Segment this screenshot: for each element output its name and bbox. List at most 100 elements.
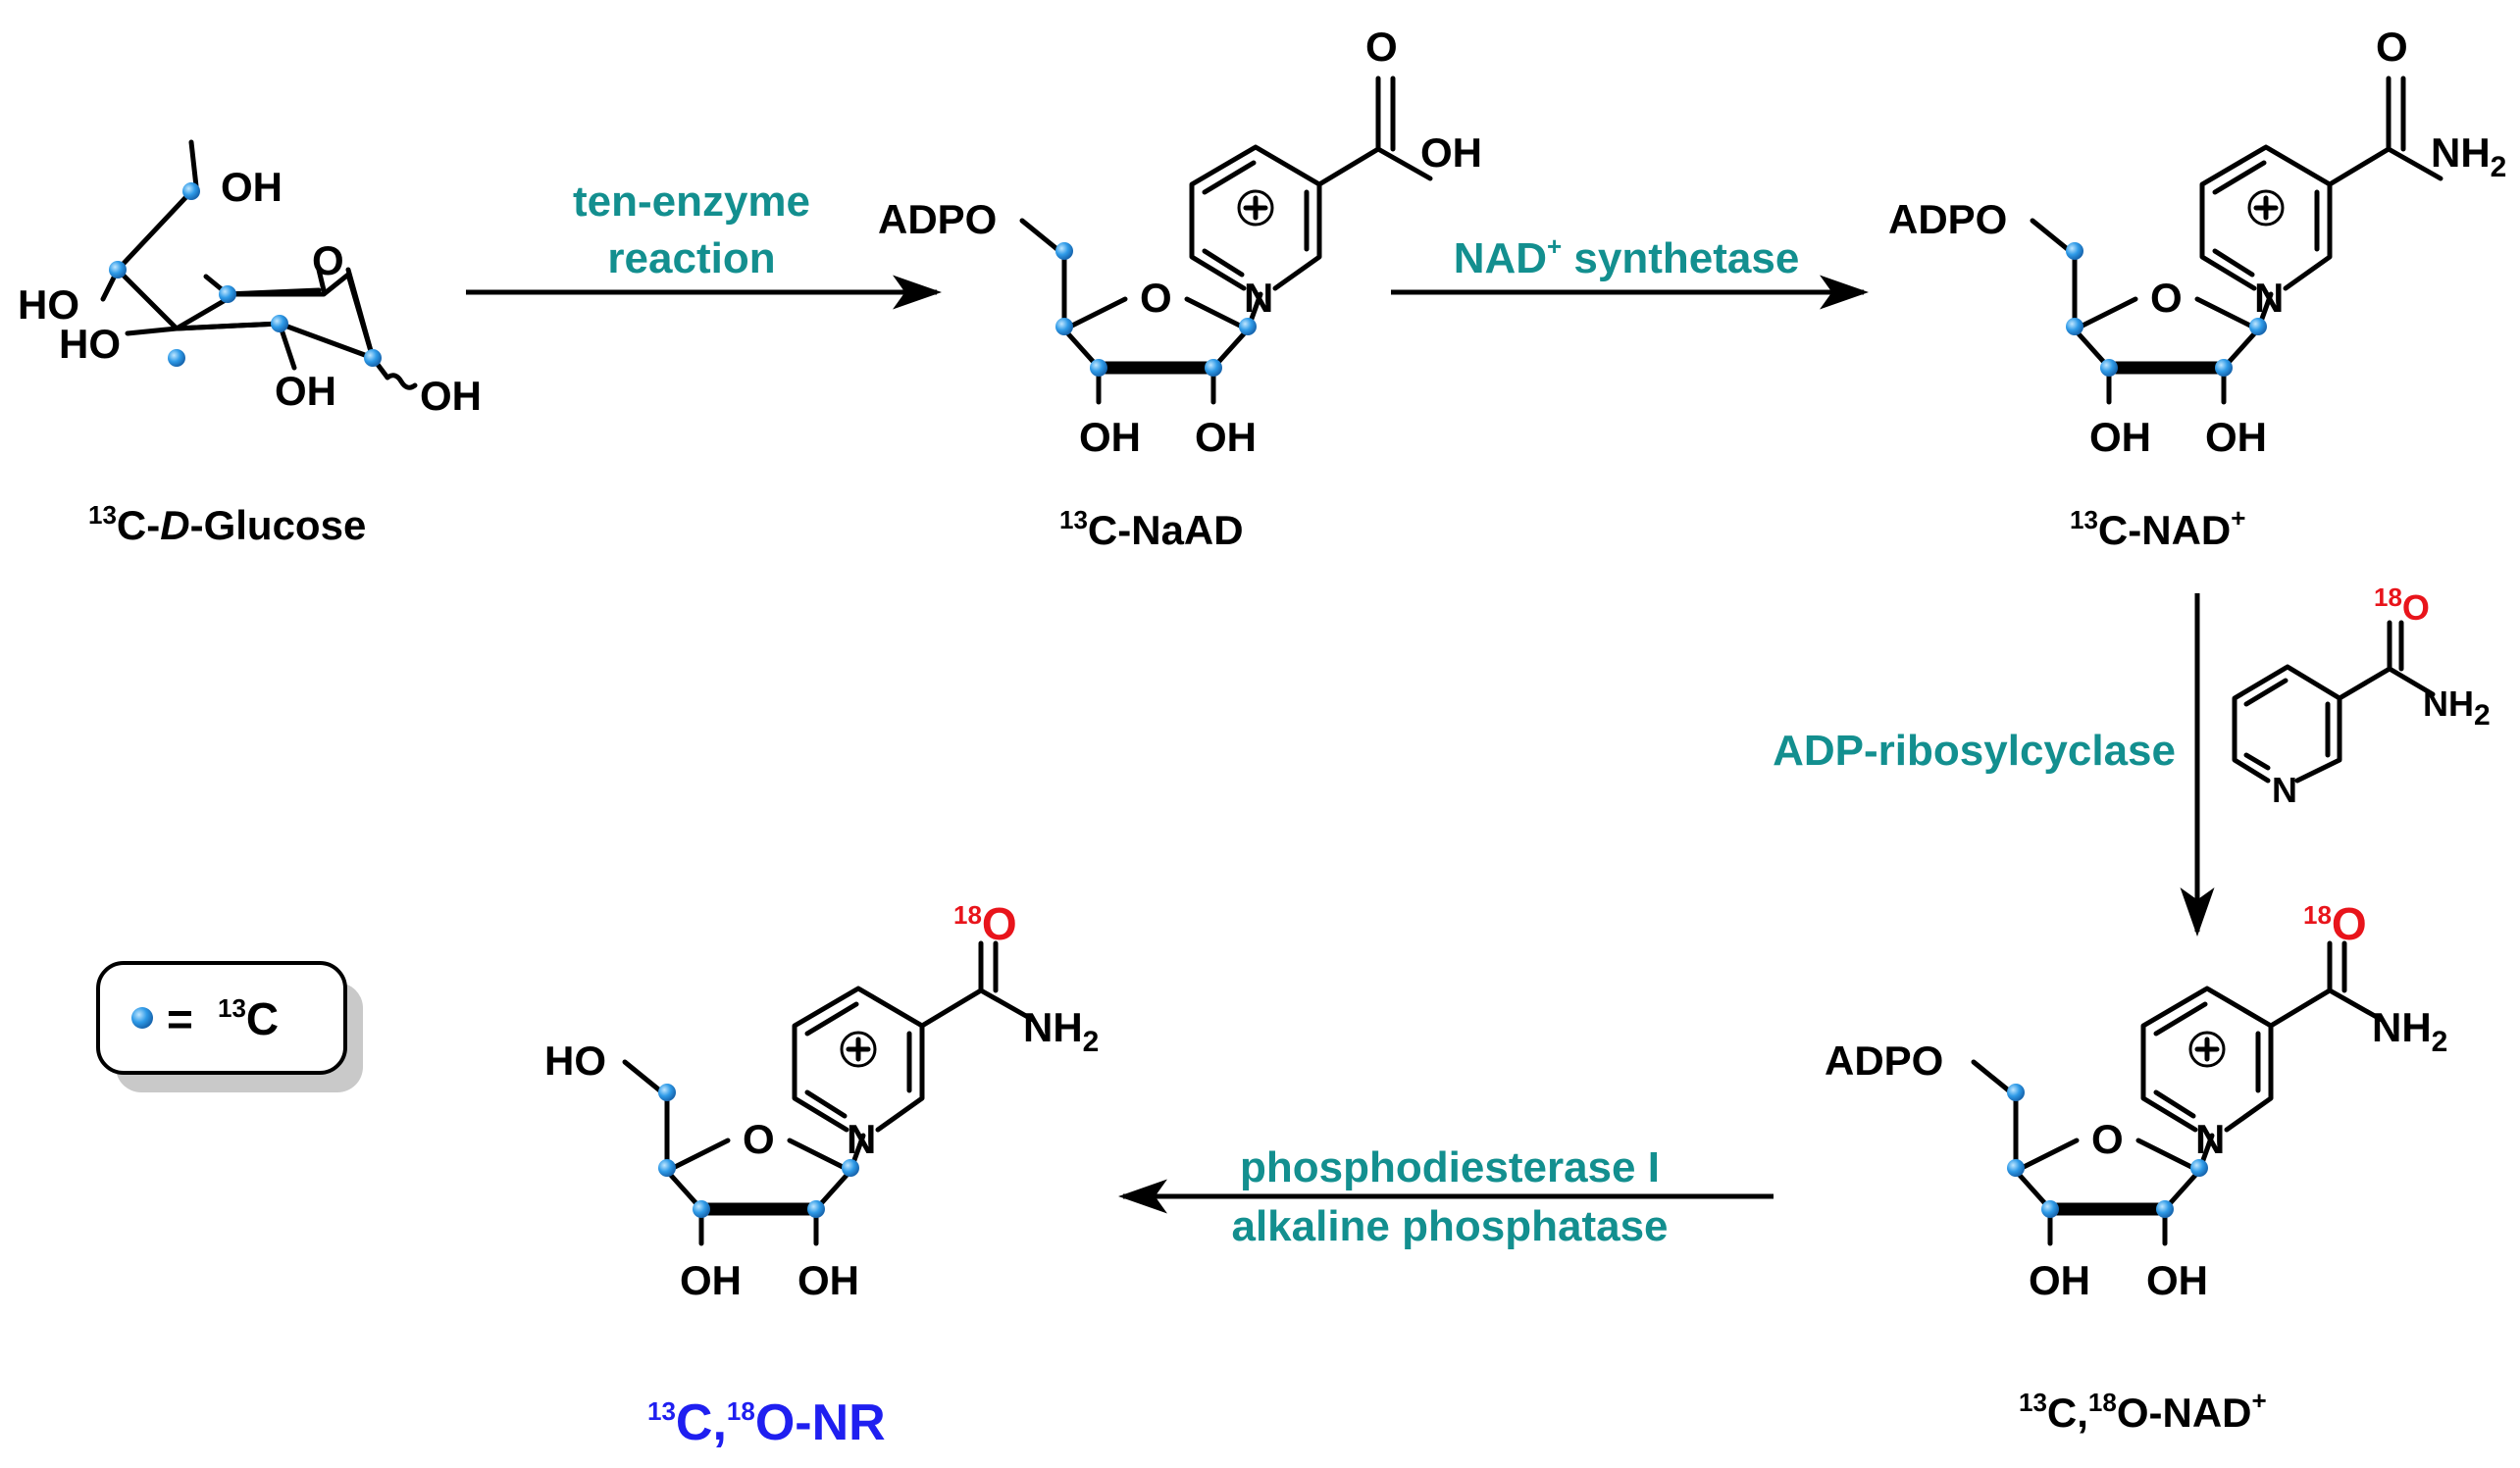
label-marker <box>658 1159 676 1177</box>
nad-o18-oh-right: OH <box>2146 1257 2208 1303</box>
label-marker <box>658 1084 676 1101</box>
glucose-name: 13C-D-Glucose <box>88 500 366 548</box>
nr-oh-left: OH <box>680 1257 742 1303</box>
label-marker <box>168 349 185 367</box>
nad-o18-amide <box>2268 940 2385 1029</box>
naad-pyridine-ring <box>1189 144 1322 291</box>
isotope-legend: = 13C <box>96 961 363 1092</box>
nad-o18-substituent-bonds <box>1971 1059 2168 1246</box>
nicotinamide-ring <box>2232 664 2342 784</box>
glucose-oh-top: OH <box>221 164 283 210</box>
naad-acid-oh: OH <box>1420 129 1482 176</box>
label-marker <box>2066 242 2083 260</box>
nr-amide-o: 18O <box>953 898 1017 949</box>
naad-substituent-bonds <box>1019 218 1216 405</box>
nr-positive-plus <box>846 1037 871 1062</box>
step4-condition-line2: alkaline phosphatase <box>1231 1202 1668 1250</box>
nr-ring-o: O <box>743 1116 775 1162</box>
glucose-structure: OH O HO HO OH OH 13C-D-Glucose <box>18 139 482 548</box>
naad-positive-charge <box>1237 189 1274 227</box>
nad-o18-label-markers <box>2007 1084 2208 1218</box>
label-marker <box>2190 1159 2208 1177</box>
glucose-wavy-bond <box>385 373 418 390</box>
nr-n: N <box>847 1116 876 1162</box>
label-marker <box>1205 359 1222 377</box>
nr-pyridine-double-bonds <box>804 1001 912 1119</box>
glucose-label-markers <box>109 182 382 367</box>
nad-o18-amide-nh2: NH2 <box>2372 1004 2447 1058</box>
nad-positive-charge <box>2247 189 2285 227</box>
nr-oh-right: OH <box>797 1257 859 1303</box>
naad-n: N <box>1244 275 1273 321</box>
nicotinamide-n: N <box>2272 770 2297 810</box>
nad-n: N <box>2254 275 2284 321</box>
label-marker <box>1239 318 1257 335</box>
legend-marker <box>131 1007 153 1029</box>
nad-adpo: ADPO <box>1888 196 2007 242</box>
nicotinamide-double-bonds <box>2243 678 2331 771</box>
nad-o18-structure: ADPO 18O NH2 N O OH OH 13C,18O-NAD+ <box>1825 898 2447 1436</box>
label-marker <box>2249 318 2267 335</box>
naad-structure: ADPO O OH N O OH OH 13C-NaAD <box>878 24 1482 553</box>
glucose-o-bond-right <box>345 267 376 361</box>
nr-ho: HO <box>544 1038 606 1084</box>
glucose-ring-back-bond <box>223 287 322 297</box>
naad-name: 13C-NaAD <box>1059 505 1244 553</box>
naad-oh-left: OH <box>1079 414 1141 460</box>
glucose-ho-left-bottom: HO <box>59 321 121 367</box>
nad-o18-pyridine-ring <box>2140 986 2274 1133</box>
label-marker <box>2007 1159 2025 1177</box>
label-marker <box>2066 318 2083 335</box>
nad-pyridine-double-bonds <box>2212 160 2320 278</box>
label-marker <box>2041 1200 2059 1218</box>
glucose-oh-anomeric: OH <box>420 373 482 419</box>
nr-amide-nh2: NH2 <box>1023 1004 1099 1058</box>
glucose-o-bond-left <box>316 267 327 293</box>
label-marker <box>807 1200 825 1218</box>
nad-amide <box>2327 76 2443 187</box>
glucose-ho-left-top: HO <box>18 281 79 328</box>
nad-o18-oh-left: OH <box>2029 1257 2090 1303</box>
label-marker <box>364 349 382 367</box>
label-marker <box>2007 1084 2025 1101</box>
legend-box <box>96 961 347 1075</box>
nr-amide <box>919 940 1036 1029</box>
label-marker <box>219 285 236 303</box>
label-marker <box>271 315 288 332</box>
nad-o18-ring-o: O <box>2091 1116 2124 1162</box>
nad-amide-nh2: NH2 <box>2431 129 2506 183</box>
glucose-oh-bottom: OH <box>275 368 336 414</box>
label-marker <box>109 261 127 278</box>
label-marker <box>1090 359 1107 377</box>
nad-name: 13C-NAD+ <box>2070 503 2245 553</box>
nad-o18-adpo: ADPO <box>1825 1038 1943 1084</box>
nad-o18-n: N <box>2195 1116 2225 1162</box>
nr-name: 13C,18O-NR <box>647 1394 886 1451</box>
naad-positive-plus <box>1243 195 1268 221</box>
label-marker <box>693 1200 710 1218</box>
nad-o18-pyridine-double-bonds <box>2153 1001 2261 1119</box>
naad-adpo: ADPO <box>878 196 997 242</box>
label-marker <box>1055 242 1073 260</box>
reaction-step-3: ADP-ribosylcyclase <box>1773 593 2215 936</box>
naad-oh-right: OH <box>1195 414 1257 460</box>
step2-condition: NAD+ synthetase <box>1454 231 1800 282</box>
nad-structure: ADPO O NH2 N O OH OH 13C-NAD+ <box>1888 24 2506 553</box>
legend-isotope: 13C <box>218 993 279 1044</box>
nad-positive-plus <box>2253 195 2279 221</box>
nr-pyridine-ring <box>792 986 925 1133</box>
glucose-front-bond <box>174 321 283 331</box>
label-marker <box>1055 318 1073 335</box>
label-marker <box>842 1159 859 1177</box>
step1-condition-line1: ten-enzyme <box>573 177 810 226</box>
label-marker <box>2100 359 2118 377</box>
nad-o18-name: 13C,18O-NAD+ <box>2019 1386 2267 1436</box>
reaction-step-1: ten-enzyme reaction <box>466 177 942 310</box>
nr-substituent-bonds <box>622 1059 819 1246</box>
nad-o18-positive-charge <box>2188 1031 2226 1068</box>
naad-pyridine-double-bonds <box>1202 160 1310 278</box>
step1-condition-line2: reaction <box>607 234 775 282</box>
label-marker <box>2156 1200 2174 1218</box>
nad-substituent-bonds <box>2030 218 2227 405</box>
